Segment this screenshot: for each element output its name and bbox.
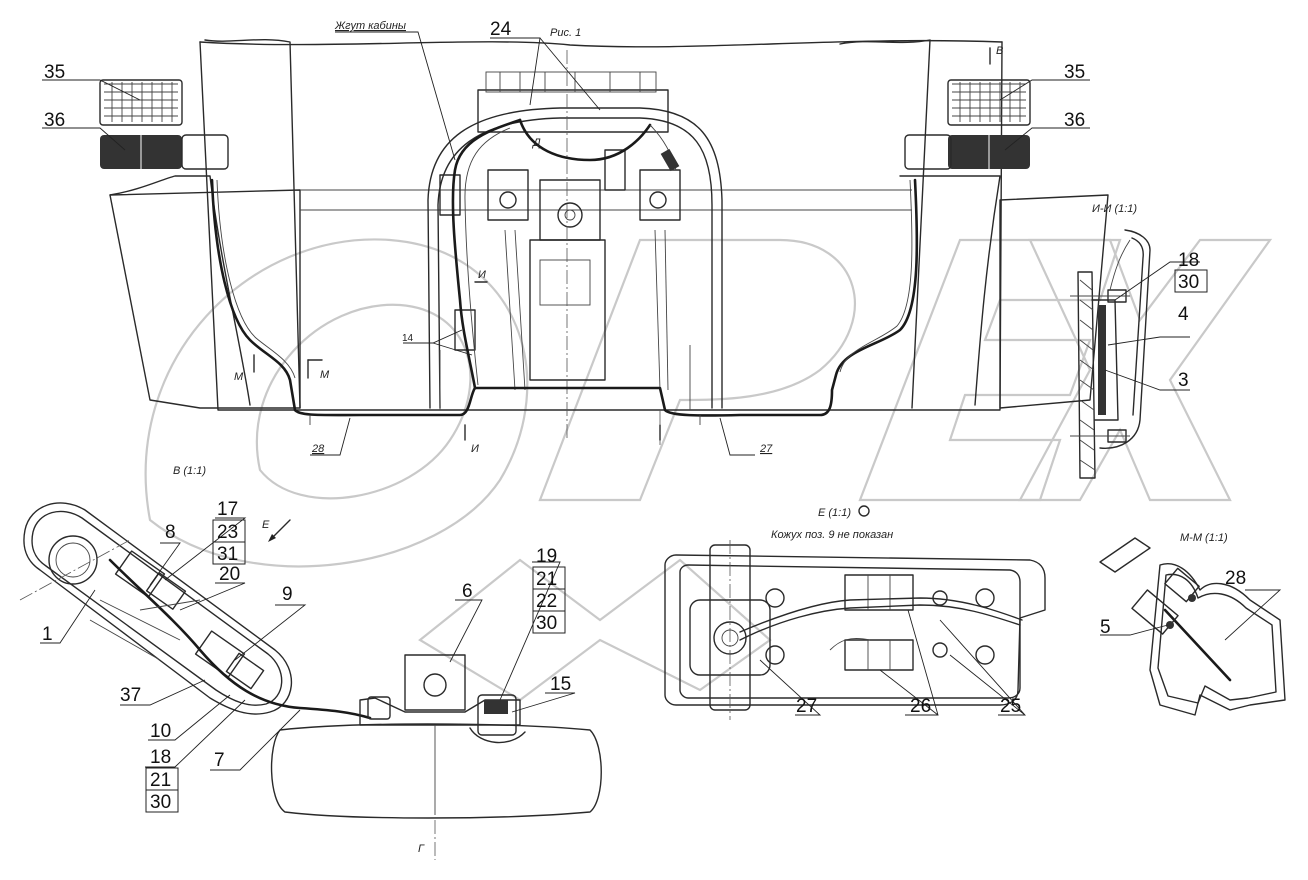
figure-label: Рис. 1 (550, 27, 581, 39)
callout-8: 8 (165, 522, 176, 543)
note-text: Кожух поз. 9 не показан (771, 529, 893, 541)
callout-27-main: 27 (759, 443, 773, 455)
callout-37: 37 (120, 685, 141, 706)
callout-9: 9 (282, 584, 293, 605)
mark-m-left: М (234, 371, 244, 383)
callout-20: 20 (219, 564, 240, 585)
section-markers (253, 47, 991, 542)
harness-label: Жгут кабины (334, 20, 406, 32)
mark-i-top: И (478, 269, 486, 281)
callout-28-mm: 28 (1225, 568, 1246, 589)
mark-g: Г (418, 843, 425, 855)
view-e (664, 540, 1046, 720)
labels: Рис. 1 Жгут кабины В Д И 14 М М И 28 27 … (173, 20, 1228, 855)
callout-6: 6 (462, 581, 473, 602)
callout-35-right: 35 (1064, 62, 1085, 83)
callout-35-left: 35 (44, 62, 65, 83)
callout-18-ii: 18 (1178, 250, 1199, 271)
view-v (19, 502, 372, 720)
callout-4: 4 (1178, 304, 1189, 325)
callout-36-right: 36 (1064, 110, 1085, 131)
callout-22: 22 (536, 591, 557, 612)
callout-14: 14 (402, 333, 414, 344)
callout-5: 5 (1100, 617, 1111, 638)
callout-26: 26 (910, 696, 931, 717)
mark-i-bottom: И (471, 443, 479, 455)
view-e-mark: Е (262, 519, 270, 531)
section-mm (1099, 537, 1286, 716)
callout-24: 24 (490, 19, 512, 40)
callout-7: 7 (214, 750, 225, 771)
mark-d: Д (531, 137, 541, 149)
harness-cables (210, 118, 919, 425)
callout-31: 31 (217, 544, 238, 565)
callout-21-g: 21 (536, 569, 557, 590)
view-v-scale: В (1:1) (173, 465, 206, 477)
view-v-mark: В (996, 45, 1003, 57)
callout-15: 15 (550, 674, 571, 695)
lamp-right (904, 79, 1031, 170)
callout-27-e: 27 (796, 696, 817, 717)
view-e-scale: Е (1:1) (818, 507, 851, 519)
callout-36-left: 36 (44, 110, 65, 131)
callout-10: 10 (150, 721, 171, 742)
callout-30-g: 30 (536, 613, 557, 634)
callout-19: 19 (536, 546, 557, 567)
callout-30-ii: 30 (1178, 272, 1199, 293)
callout-30-v: 30 (150, 792, 171, 813)
callout-1: 1 (42, 624, 53, 645)
section-ii-label: И-И (1:1) (1092, 203, 1137, 215)
view-g (270, 654, 602, 860)
mark-m-right: М (320, 369, 330, 381)
lamp-left (99, 79, 229, 170)
leader-lines (40, 31, 1282, 771)
callout-18-v: 18 (150, 747, 171, 768)
callout-17: 17 (217, 499, 238, 520)
cab-panel (109, 38, 1109, 445)
section-mm-label: М-М (1:1) (1180, 532, 1228, 544)
callout-21-v: 21 (150, 770, 171, 791)
callout-25: 25 (1000, 696, 1021, 717)
callout-3: 3 (1178, 370, 1189, 391)
callout-numbers: 35 36 35 36 24 18 30 4 3 28 5 8 17 23 31… (42, 19, 1246, 813)
callout-28-main: 28 (311, 443, 325, 455)
callout-23: 23 (217, 522, 238, 543)
